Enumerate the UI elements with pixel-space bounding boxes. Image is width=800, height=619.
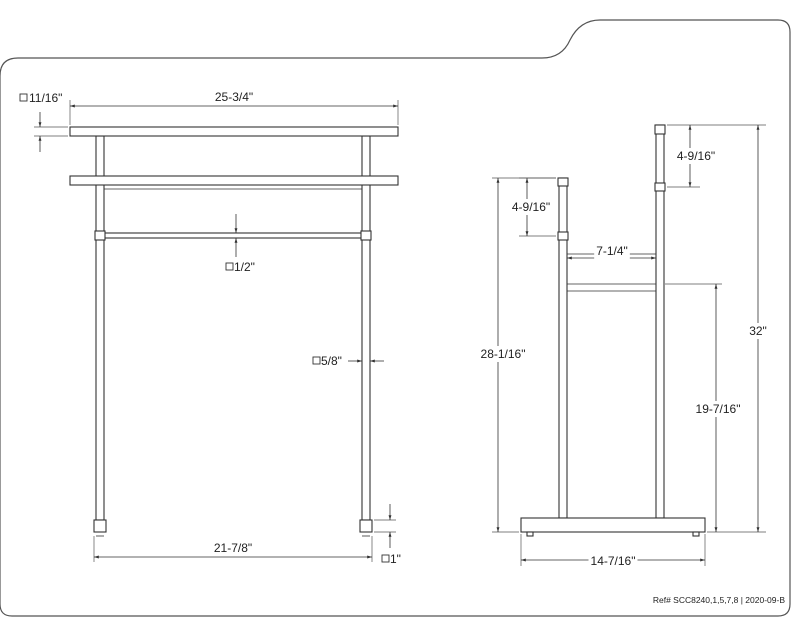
- right-post: [361, 135, 371, 521]
- side-view: 4-9/16" 4-9/16" 7-1/4" 28-1/16" 32" 19-7…: [478, 124, 769, 569]
- front-height-label-backing: [478, 346, 528, 362]
- base-depth-label-backing: [588, 553, 638, 569]
- front-view: 25-3/4" 11/16" 1/2" 5/8" 1" 21-7/8": [19, 89, 401, 566]
- rear-post-cap: [654, 124, 666, 135]
- front-post-cap: [557, 177, 569, 187]
- lower-rod-square-label: 1/2": [234, 260, 255, 274]
- lower-rod: [103, 232, 363, 239]
- square-icon: [381, 554, 390, 563]
- base-foot-right: [692, 531, 700, 537]
- rail-depth-label-backing: [594, 243, 630, 259]
- top-bar-square-label: 11/16": [29, 91, 62, 105]
- leg-span-label-backing: [211, 540, 255, 556]
- base-plate: [520, 517, 706, 533]
- rail-depth-label: 7-1/4": [596, 244, 628, 258]
- left-foot: [93, 519, 107, 533]
- rear-rail-drop-label: 4-9/16": [677, 149, 715, 163]
- left-collar: [94, 230, 106, 241]
- foot-square-label: 1": [390, 552, 401, 566]
- base-depth-label: 14-7/16": [591, 554, 636, 568]
- front-post: [558, 177, 568, 519]
- front-post-collar: [557, 231, 569, 241]
- front-height-label: 28-1/16": [481, 347, 526, 361]
- overall-height-label-backing: [747, 323, 769, 339]
- rod-height-label-backing: [693, 401, 743, 417]
- rod-height-label: 19-7/16": [696, 402, 741, 416]
- sheet-border: [0, 19, 791, 617]
- right-foot: [359, 519, 373, 533]
- right-collar: [360, 230, 372, 241]
- overall-height-label: 32": [749, 324, 767, 338]
- leg-span-label: 21-7/8": [214, 541, 252, 555]
- square-icon: [312, 356, 321, 365]
- second-bar: [69, 175, 399, 186]
- post-square-label: 5/8": [321, 354, 342, 368]
- base-foot-left: [526, 531, 534, 537]
- top-bar: [69, 126, 399, 137]
- rear-rail-drop-label-backing: [674, 148, 718, 164]
- square-icon: [19, 93, 28, 102]
- overall-width-label-backing: [212, 89, 256, 105]
- square-icon: [225, 262, 234, 271]
- overall-width-label: 25-3/4": [215, 90, 253, 104]
- reference-note: Ref# SCC8240,1,5,7,8 | 2020-09-B: [653, 595, 785, 605]
- rear-post-collar: [654, 182, 666, 192]
- front-rail-drop-label: 4-9/16": [512, 200, 550, 214]
- left-post: [95, 135, 105, 521]
- front-rail-drop-label-backing: [509, 199, 553, 215]
